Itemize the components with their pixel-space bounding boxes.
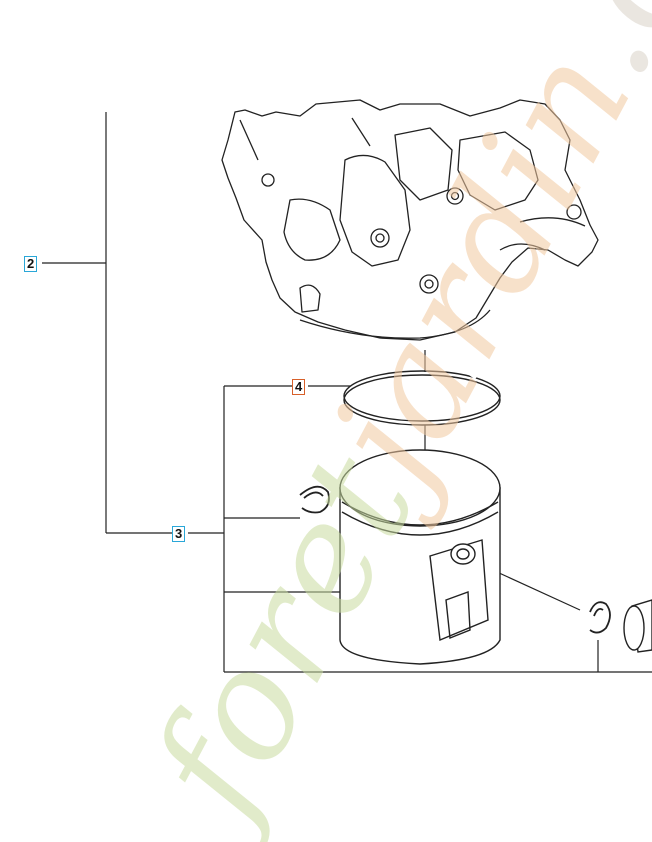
circlip-left <box>299 485 330 514</box>
callout-part-4[interactable]: 4 <box>292 379 306 395</box>
piston-pin <box>623 599 652 653</box>
circlip-right <box>589 601 611 634</box>
callout-part-3[interactable]: 3 <box>172 526 186 542</box>
callout-part-2[interactable]: 2 <box>24 256 38 272</box>
parts-diagram <box>42 99 652 673</box>
piston-ring <box>343 370 501 426</box>
piston <box>339 449 501 665</box>
cylinder-block <box>221 99 599 341</box>
